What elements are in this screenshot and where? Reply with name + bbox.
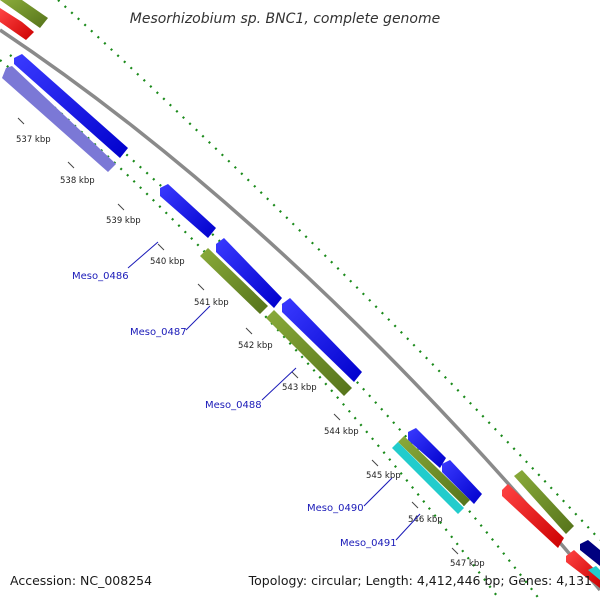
accession-label: Accession: NC_008254 — [10, 573, 152, 588]
tick-label: 541 kbp — [194, 298, 229, 308]
tick-mark — [67, 161, 75, 169]
tick-mark — [371, 459, 379, 467]
feature-red-1 — [502, 484, 564, 548]
gene-label-meso-0491[interactable]: Meso_0491 — [340, 538, 397, 549]
leader-line — [363, 477, 393, 507]
tick-label: 537 kbp — [16, 135, 51, 145]
gene-label-meso-0488[interactable]: Meso_0488 — [205, 400, 262, 411]
feature-cds-forward-3 — [216, 238, 282, 308]
tick-label: 545 kbp — [366, 471, 401, 481]
tick-label: 547 kbp — [450, 559, 485, 569]
leader-line — [261, 367, 297, 401]
feature-cds-forward-1 — [14, 54, 128, 158]
feature-olive-1 — [200, 248, 268, 314]
tick-label: 546 kbp — [408, 515, 443, 525]
feature-navy — [580, 540, 600, 566]
feature-cyan — [392, 442, 464, 514]
gene-label-meso-0486[interactable]: Meso_0486 — [72, 271, 129, 282]
feature-olive-3 — [398, 436, 470, 506]
feature-cyan-2 — [588, 566, 600, 580]
outer-dotted-ring-2 — [9, 54, 541, 600]
feature-cds-forward-5 — [408, 428, 446, 468]
tick-label: 538 kbp — [60, 176, 95, 186]
tick-label: 539 kbp — [106, 216, 141, 226]
feature-cds-forward-2 — [160, 184, 216, 238]
tick-mark — [157, 243, 165, 251]
feature-cds-forward-6 — [442, 460, 482, 504]
outer-dotted-ring — [57, 0, 600, 541]
gene-labels: Meso_0486 Meso_0487 Meso_0488 Meso_0490 … — [72, 271, 397, 549]
feature-olive-4 — [514, 470, 574, 534]
tick-mark — [197, 283, 205, 291]
feature-cds-forward-4 — [282, 298, 362, 382]
tick-label: 543 kbp — [282, 383, 317, 393]
tick-mark — [411, 501, 419, 509]
feature-cds-reverse-1 — [2, 66, 116, 172]
tick-mark — [333, 413, 341, 421]
feature-red-2 — [566, 550, 600, 588]
gene-label-meso-0487[interactable]: Meso_0487 — [130, 327, 187, 338]
leader-line — [127, 241, 159, 269]
tick-mark — [451, 547, 459, 555]
tick-label: 540 kbp — [150, 257, 185, 267]
feature-olive-2 — [266, 310, 352, 396]
map-title: Mesorhizobium sp. BNC1, complete genome — [130, 11, 441, 27]
tick-marks — [17, 117, 459, 555]
leader-line — [185, 305, 211, 331]
gene-leaders — [127, 241, 421, 541]
leader-line — [395, 513, 421, 541]
tick-mark — [245, 327, 253, 335]
gene-label-meso-0490[interactable]: Meso_0490 — [307, 503, 364, 514]
tick-mark — [117, 203, 125, 211]
tick-label: 544 kbp — [324, 427, 359, 437]
summary-label: Topology: circular; Length: 4,412,446 bp… — [248, 573, 592, 588]
feature-top-red — [0, 8, 34, 40]
tick-mark — [291, 371, 299, 379]
feature-top-olive — [0, 0, 48, 28]
tick-label: 542 kbp — [238, 341, 273, 351]
tick-mark — [17, 117, 25, 125]
tick-labels: 537 kbp 538 kbp 539 kbp 540 kbp 541 kbp … — [16, 135, 485, 569]
